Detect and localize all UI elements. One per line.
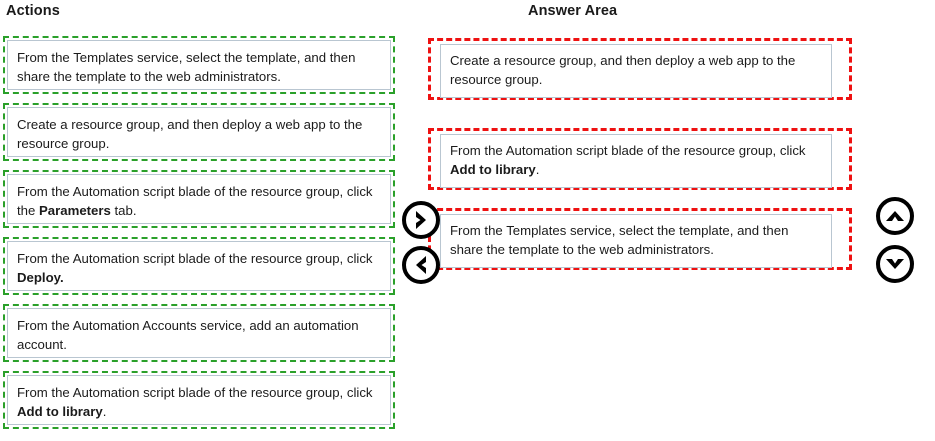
move-up-button[interactable]: [876, 197, 914, 235]
answer-tile-surface: From the Templates service, select the t…: [440, 214, 832, 268]
answer-tile-surface: Create a resource group, and then deploy…: [440, 44, 832, 98]
action-tile-surface: From the Automation script blade of the …: [7, 375, 391, 425]
action-text-lead: From the Templates service, select the t…: [17, 50, 356, 84]
action-tile-templates-share[interactable]: From the Templates service, select the t…: [3, 36, 395, 94]
action-text-lead: From the Automation Accounts service, ad…: [17, 318, 359, 352]
actions-list: From the Templates service, select the t…: [3, 36, 397, 438]
action-text-lead: From the Automation script blade of the …: [17, 385, 373, 400]
action-text-bold: Deploy.: [17, 270, 64, 285]
chevron-down-icon: [885, 255, 905, 273]
answer-tile-text: From the Automation script blade of the …: [450, 141, 825, 179]
chevron-up-icon: [885, 207, 905, 225]
action-tile-text: From the Automation script blade of the …: [17, 249, 384, 287]
action-tile-add-to-library[interactable]: From the Automation script blade of the …: [3, 371, 395, 429]
move-down-button[interactable]: [876, 245, 914, 283]
action-tile-text: From the Automation script blade of the …: [17, 182, 384, 220]
action-tile-surface: From the Automation script blade of the …: [7, 241, 391, 291]
answer-text-lead: From the Automation script blade of the …: [450, 143, 806, 158]
answer-slot-1[interactable]: Create a resource group, and then deploy…: [428, 38, 852, 100]
action-text-lead: From the Automation script blade of the …: [17, 184, 373, 218]
chevron-right-icon: [412, 210, 430, 230]
action-tile-surface: From the Automation Accounts service, ad…: [7, 308, 391, 358]
answer-text-lead: Create a resource group, and then deploy…: [450, 53, 796, 87]
action-tile-text: Create a resource group, and then deploy…: [17, 115, 384, 153]
action-text-bold: Parameters: [39, 203, 111, 218]
answer-tile-surface: From the Automation script blade of the …: [440, 134, 832, 188]
answer-slot-3[interactable]: From the Templates service, select the t…: [428, 208, 852, 270]
action-tile-surface: Create a resource group, and then deploy…: [7, 107, 391, 157]
action-tile-text: From the Automation script blade of the …: [17, 383, 384, 421]
action-tile-text: From the Automation Accounts service, ad…: [17, 316, 384, 354]
action-tile-deploy[interactable]: From the Automation script blade of the …: [3, 237, 395, 295]
action-text-bold: Add to library: [17, 404, 103, 419]
action-tile-parameters-tab[interactable]: From the Automation script blade of the …: [3, 170, 395, 228]
action-text-trail: tab.: [110, 203, 137, 218]
answer-area-heading: Answer Area: [528, 3, 618, 19]
answer-slot-2[interactable]: From the Automation script blade of the …: [428, 128, 852, 190]
action-tile-surface: From the Templates service, select the t…: [7, 40, 391, 90]
action-text-trail: .: [102, 404, 107, 419]
action-tile-automation-account[interactable]: From the Automation Accounts service, ad…: [3, 304, 395, 362]
action-text-lead: From the Automation script blade of the …: [17, 251, 373, 266]
answer-tile-text: From the Templates service, select the t…: [450, 221, 825, 259]
action-text-lead: Create a resource group, and then deploy…: [17, 117, 363, 151]
action-tile-create-resource-group[interactable]: Create a resource group, and then deploy…: [3, 103, 395, 161]
actions-column-heading: Actions: [6, 3, 60, 19]
move-left-button[interactable]: [402, 246, 440, 284]
answer-text-lead: From the Templates service, select the t…: [450, 223, 789, 257]
answer-text-trail: .: [535, 162, 540, 177]
chevron-left-icon: [412, 255, 430, 275]
answer-text-bold: Add to library: [450, 162, 536, 177]
answer-tile-text: Create a resource group, and then deploy…: [450, 51, 825, 89]
answer-area-dropzone-list: Create a resource group, and then deploy…: [428, 38, 852, 270]
move-right-button[interactable]: [402, 201, 440, 239]
action-tile-text: From the Templates service, select the t…: [17, 48, 384, 86]
action-tile-surface: From the Automation script blade of the …: [7, 174, 391, 224]
